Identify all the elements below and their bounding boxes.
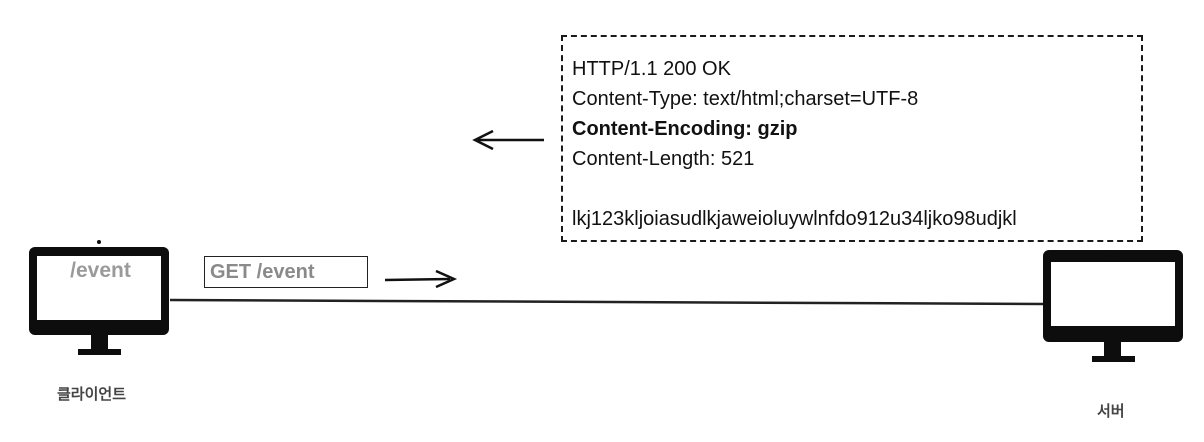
client-label: 클라이언트: [57, 385, 127, 403]
response-blank-line: [572, 174, 1141, 204]
client-monitor-icon: [29, 240, 169, 355]
request-arrow-icon: [384, 269, 458, 289]
connection-line: [169, 298, 1044, 306]
response-body: lkj123kljoiasudlkjaweioluywlnfdo912u34lj…: [572, 208, 1017, 230]
response-content-length: Content-Length: 521: [572, 148, 755, 170]
response-status-line: HTTP/1.1 200 OK: [572, 58, 731, 80]
client-screen-text: /event: [70, 259, 131, 282]
server-label: 서버: [1097, 402, 1125, 420]
server-monitor-icon: [1043, 250, 1183, 362]
request-box: GET /event: [204, 256, 368, 288]
response-arrow-icon: [472, 129, 544, 151]
response-content-encoding: Content-Encoding: gzip: [572, 118, 798, 140]
response-message-box: HTTP/1.1 200 OK Content-Type: text/html;…: [561, 35, 1143, 242]
response-content-type: Content-Type: text/html;charset=UTF-8: [572, 88, 919, 110]
